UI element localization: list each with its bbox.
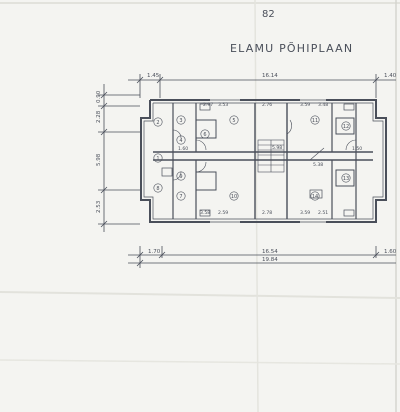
left-dimension-chain <box>98 84 140 232</box>
room-marker-circle <box>200 129 210 139</box>
room-number: 14 <box>312 194 318 200</box>
top-dimension-chain <box>128 74 396 98</box>
dim-left-2: 2.28 <box>96 110 102 123</box>
room-marker: 14 <box>310 191 320 201</box>
room-number: 5 <box>232 118 235 124</box>
room-dimension-label: 2.51 <box>318 210 328 216</box>
fold-line <box>0 291 400 299</box>
dim-bottom-2: 16.54 <box>262 249 278 255</box>
room-marker: 12 <box>341 121 351 131</box>
room-marker-circle <box>176 115 186 125</box>
room-marker: 9 <box>176 171 186 181</box>
room-dimension-label: 3.48 <box>318 102 328 108</box>
room-dimension-label: 2.97 <box>203 102 213 108</box>
room-number: 10 <box>231 194 237 200</box>
room-number: 11 <box>312 118 318 124</box>
dim-top-3: 1.40 <box>384 73 397 79</box>
dim-bottom-1: 1.70 <box>148 249 161 255</box>
page-number: 82 <box>262 9 275 20</box>
plan-title: ELAMU PÕHIPLAAN <box>230 42 353 55</box>
room-dimension-label: 3.53 <box>218 102 228 108</box>
room-marker: 13 <box>341 173 351 183</box>
room-marker: 11 <box>310 115 320 125</box>
bottom-dimension-chain <box>128 246 396 268</box>
room-marker: 10 <box>229 191 239 201</box>
room-marker: 1 <box>153 153 163 163</box>
room-dimension-label: 2.59 <box>218 210 228 216</box>
room-dimension-label: 1.60 <box>178 146 188 152</box>
room-marker-circle <box>310 115 320 125</box>
dim-left-4: 2.53 <box>96 200 102 213</box>
room-marker: 6 <box>200 129 210 139</box>
room-number: 12 <box>343 124 349 130</box>
dim-top-2: 16.14 <box>262 73 278 79</box>
room-marker-circle <box>229 115 239 125</box>
room-marker: 4 <box>176 135 186 145</box>
room-marker-circle <box>153 153 163 163</box>
room-number: 7 <box>179 194 182 200</box>
room-marker-circle <box>229 191 239 201</box>
dim-bottom-3: 1.60 <box>384 249 397 255</box>
room-number: 3 <box>179 118 182 124</box>
room-number: 8 <box>156 186 159 192</box>
room-marker-circle <box>341 173 351 183</box>
room-dimension-label: 2.76 <box>262 102 272 108</box>
room-marker-circle <box>153 117 163 127</box>
room-marker-circle <box>176 191 186 201</box>
fold-line <box>254 0 259 412</box>
room-marker-circle <box>176 171 186 181</box>
room-number: 13 <box>343 176 349 182</box>
room-marker: 5 <box>229 115 239 125</box>
room-number: 9 <box>179 174 182 180</box>
room-dimension-label: 3.59 <box>300 210 310 216</box>
room-dimension-label: 3.59 <box>300 102 310 108</box>
room-number: 1 <box>156 156 159 162</box>
room-dimension-label: 5.98 <box>272 145 282 151</box>
dim-bottom-total: 19.84 <box>262 257 278 263</box>
room-marker-circle <box>341 121 351 131</box>
room-dimension-label: 5.38 <box>313 162 323 168</box>
fold-line <box>0 359 400 365</box>
room-marker: 8 <box>153 183 163 193</box>
room-marker-circle <box>153 183 163 193</box>
room-number: 6 <box>203 132 206 138</box>
room-dimension-labels: 2.97 3.53 2.76 3.59 3.48 5.98 5.38 3.58 3.59 2.59… <box>178 102 362 216</box>
dim-top-1: 1.45 <box>147 73 160 79</box>
room-number: 4 <box>179 138 182 144</box>
dim-left-3: 5.98 <box>96 153 102 166</box>
room-marker: 3 <box>176 115 186 125</box>
room-dimension-label: 3.58 <box>200 210 210 216</box>
room-marker: 7 <box>176 191 186 201</box>
room-marker-circle <box>310 191 320 201</box>
room-number: 2 <box>156 120 159 126</box>
building-walls <box>140 98 387 224</box>
room-marker-circle <box>176 135 186 145</box>
room-marker: 2 <box>153 117 163 127</box>
dim-left-1: 0.90 <box>96 90 102 103</box>
room-dimension-label: 2.78 <box>262 210 272 216</box>
room-dimension-label: 1.50 <box>352 146 362 152</box>
